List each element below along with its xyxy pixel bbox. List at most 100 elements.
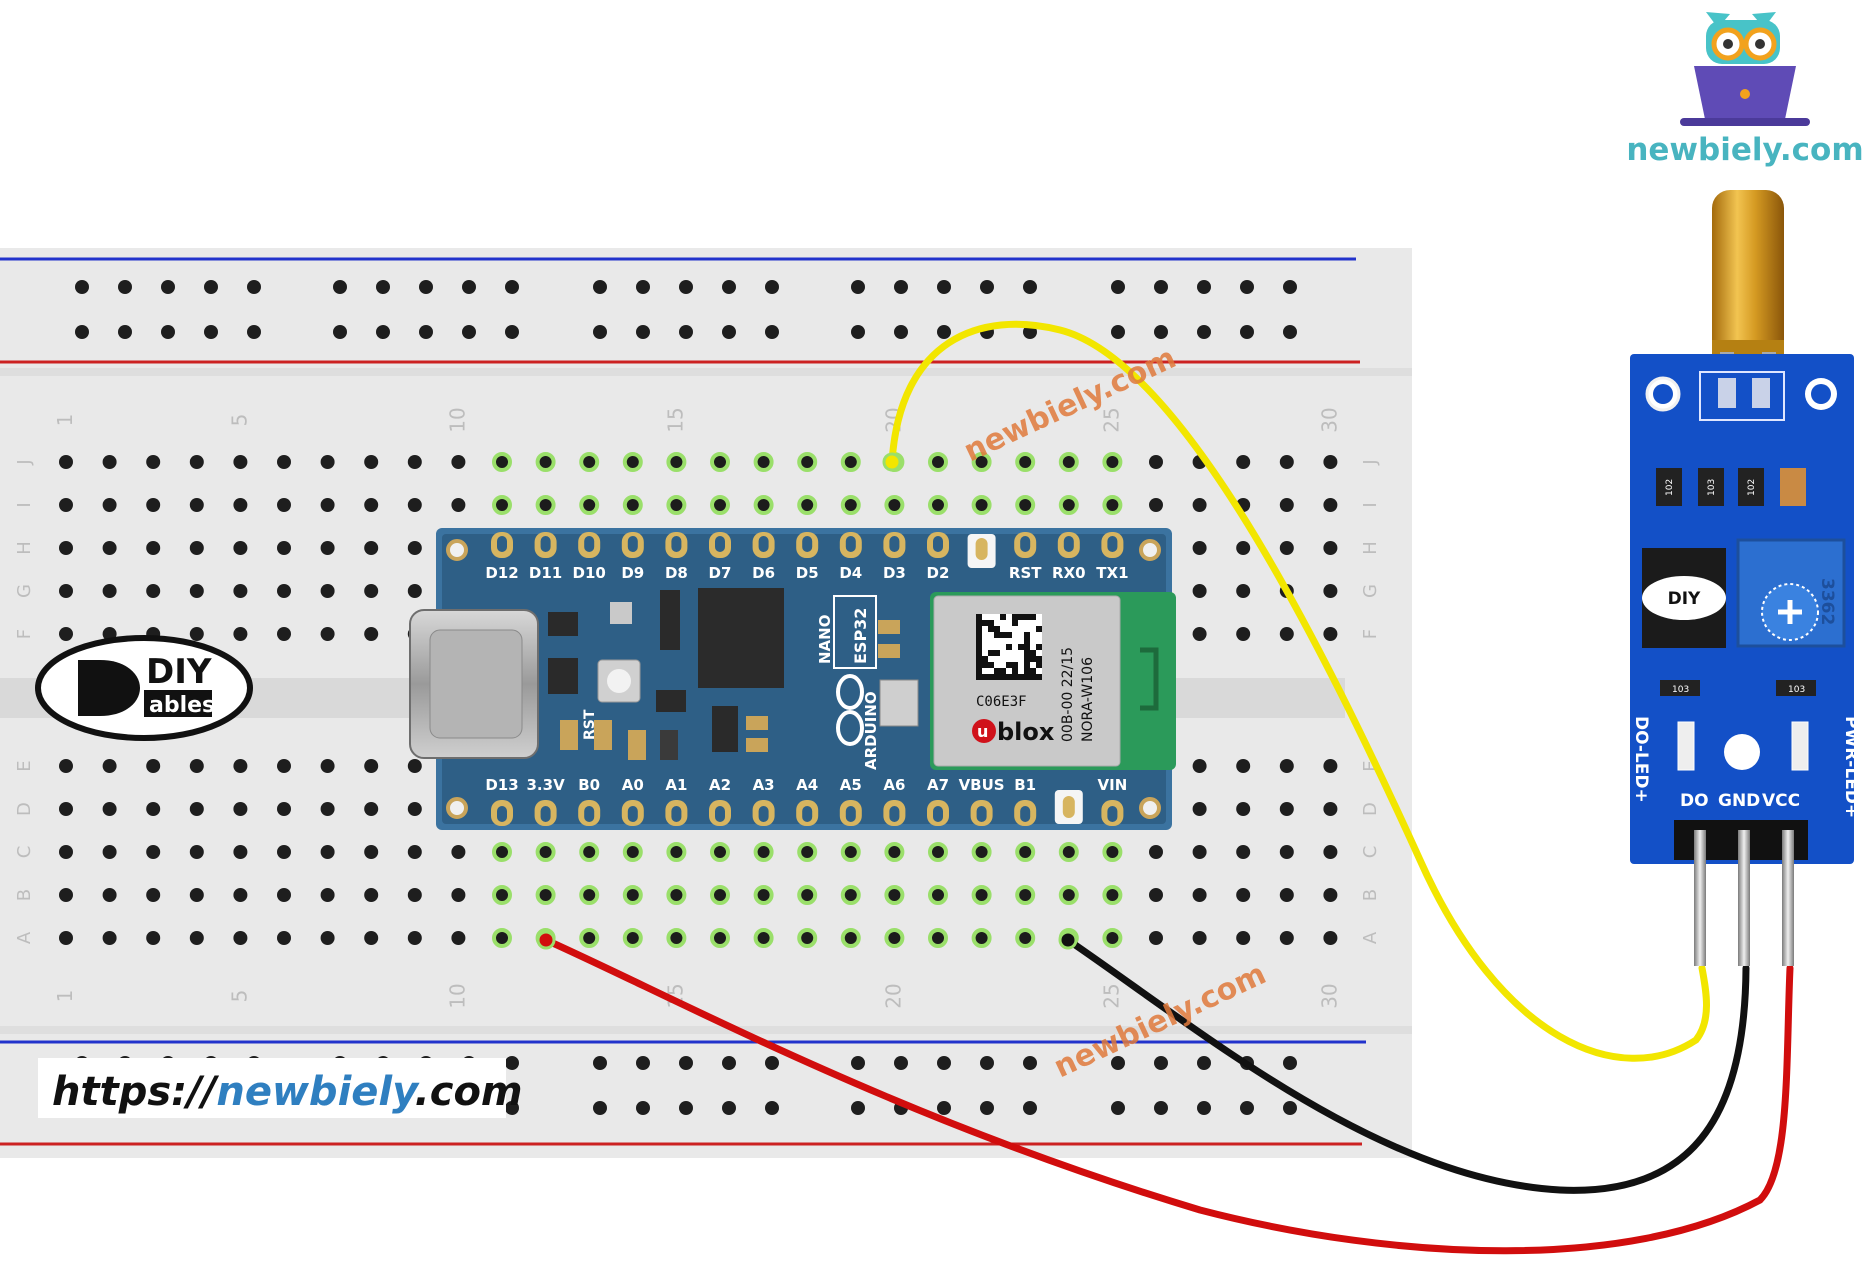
breadboard-hole[interactable]: [1323, 931, 1338, 945]
breadboard-hole[interactable]: [1058, 885, 1079, 905]
breadboard-hole[interactable]: [233, 931, 248, 945]
breadboard-hole[interactable]: [1279, 802, 1294, 816]
rail-hole[interactable]: [636, 1056, 650, 1070]
rail-hole[interactable]: [75, 325, 89, 339]
breadboard-hole[interactable]: [1236, 931, 1251, 945]
breadboard-hole[interactable]: [666, 452, 687, 472]
breadboard-hole[interactable]: [59, 584, 73, 598]
breadboard-hole[interactable]: [233, 802, 248, 816]
breadboard-hole[interactable]: [320, 802, 335, 816]
breadboard-hole[interactable]: [277, 759, 291, 773]
breadboard-hole[interactable]: [189, 627, 204, 641]
breadboard-hole[interactable]: [1192, 845, 1207, 859]
breadboard-hole[interactable]: [364, 455, 379, 469]
rail-hole[interactable]: [894, 325, 908, 339]
rail-hole[interactable]: [894, 1056, 908, 1070]
breadboard-hole[interactable]: [1192, 931, 1207, 945]
rail-hole[interactable]: [1197, 1101, 1211, 1115]
rail-hole[interactable]: [851, 1056, 865, 1070]
breadboard-hole[interactable]: [102, 931, 117, 945]
breadboard-hole[interactable]: [1015, 842, 1036, 862]
breadboard-hole[interactable]: [146, 888, 161, 902]
breadboard-hole[interactable]: [102, 845, 117, 859]
breadboard-hole[interactable]: [1279, 888, 1294, 902]
breadboard-hole[interactable]: [1102, 495, 1123, 515]
rail-hole[interactable]: [894, 280, 908, 294]
breadboard-hole[interactable]: [189, 455, 204, 469]
rail-hole[interactable]: [851, 280, 865, 294]
rail-hole[interactable]: [722, 280, 736, 294]
breadboard-hole[interactable]: [189, 888, 204, 902]
breadboard-hole[interactable]: [1323, 759, 1338, 773]
breadboard-hole[interactable]: [753, 928, 774, 948]
breadboard-hole[interactable]: [884, 495, 905, 515]
breadboard-hole[interactable]: [622, 452, 643, 472]
breadboard-hole[interactable]: [1192, 541, 1207, 555]
breadboard-hole[interactable]: [407, 498, 422, 512]
rail-hole[interactable]: [980, 1056, 994, 1070]
breadboard-hole[interactable]: [1323, 584, 1338, 598]
rail-hole[interactable]: [765, 1101, 779, 1115]
rail-hole[interactable]: [722, 325, 736, 339]
breadboard-hole[interactable]: [579, 452, 600, 472]
rail-hole[interactable]: [593, 280, 607, 294]
breadboard-hole[interactable]: [146, 931, 161, 945]
breadboard-hole[interactable]: [1102, 885, 1123, 905]
breadboard-hole[interactable]: [971, 495, 992, 515]
rail-hole[interactable]: [333, 325, 347, 339]
rail-hole[interactable]: [636, 325, 650, 339]
breadboard-hole[interactable]: [797, 885, 818, 905]
breadboard-hole[interactable]: [579, 885, 600, 905]
breadboard-hole[interactable]: [102, 455, 117, 469]
rail-hole[interactable]: [505, 1056, 519, 1070]
rail-hole[interactable]: [204, 280, 218, 294]
breadboard-hole[interactable]: [1149, 931, 1163, 945]
rail-hole[interactable]: [419, 325, 433, 339]
rail-hole[interactable]: [937, 280, 951, 294]
breadboard-hole[interactable]: [320, 759, 335, 773]
breadboard-hole[interactable]: [622, 928, 643, 948]
breadboard-hole[interactable]: [971, 842, 992, 862]
breadboard-hole[interactable]: [1102, 928, 1123, 948]
rail-hole[interactable]: [204, 325, 218, 339]
breadboard-hole[interactable]: [59, 802, 73, 816]
breadboard-hole[interactable]: [320, 931, 335, 945]
breadboard-hole[interactable]: [277, 888, 291, 902]
rail-hole[interactable]: [1023, 280, 1037, 294]
rail-hole[interactable]: [980, 1101, 994, 1115]
breadboard-hole[interactable]: [277, 498, 291, 512]
breadboard-hole[interactable]: [451, 845, 466, 859]
breadboard-hole[interactable]: [364, 802, 379, 816]
rail-hole[interactable]: [1240, 1101, 1254, 1115]
breadboard-hole[interactable]: [492, 452, 512, 472]
breadboard-hole[interactable]: [1192, 888, 1207, 902]
breadboard-hole[interactable]: [364, 584, 379, 598]
breadboard-hole[interactable]: [797, 495, 818, 515]
breadboard-hole[interactable]: [146, 584, 161, 598]
breadboard-hole[interactable]: [1236, 627, 1251, 641]
breadboard-hole[interactable]: [233, 498, 248, 512]
breadboard-hole[interactable]: [928, 452, 948, 472]
breadboard-hole[interactable]: [189, 802, 204, 816]
breadboard-hole[interactable]: [277, 627, 291, 641]
breadboard-hole[interactable]: [407, 931, 422, 945]
breadboard-hole[interactable]: [407, 541, 422, 555]
breadboard-hole[interactable]: [451, 888, 466, 902]
breadboard-hole[interactable]: [1236, 759, 1251, 773]
breadboard-hole[interactable]: [407, 455, 422, 469]
breadboard-hole[interactable]: [364, 541, 379, 555]
breadboard-hole[interactable]: [59, 888, 73, 902]
breadboard-hole[interactable]: [928, 928, 948, 948]
rail-hole[interactable]: [1023, 1056, 1037, 1070]
breadboard-hole[interactable]: [364, 759, 379, 773]
breadboard-hole[interactable]: [320, 584, 335, 598]
breadboard-hole[interactable]: [451, 498, 466, 512]
rail-hole[interactable]: [1283, 1056, 1297, 1070]
breadboard-hole[interactable]: [407, 584, 422, 598]
breadboard-hole[interactable]: [1279, 541, 1294, 555]
rail-hole[interactable]: [679, 1101, 693, 1115]
rail-hole[interactable]: [765, 325, 779, 339]
rail-hole[interactable]: [247, 280, 261, 294]
breadboard-hole[interactable]: [1192, 759, 1207, 773]
breadboard-hole[interactable]: [492, 842, 512, 862]
